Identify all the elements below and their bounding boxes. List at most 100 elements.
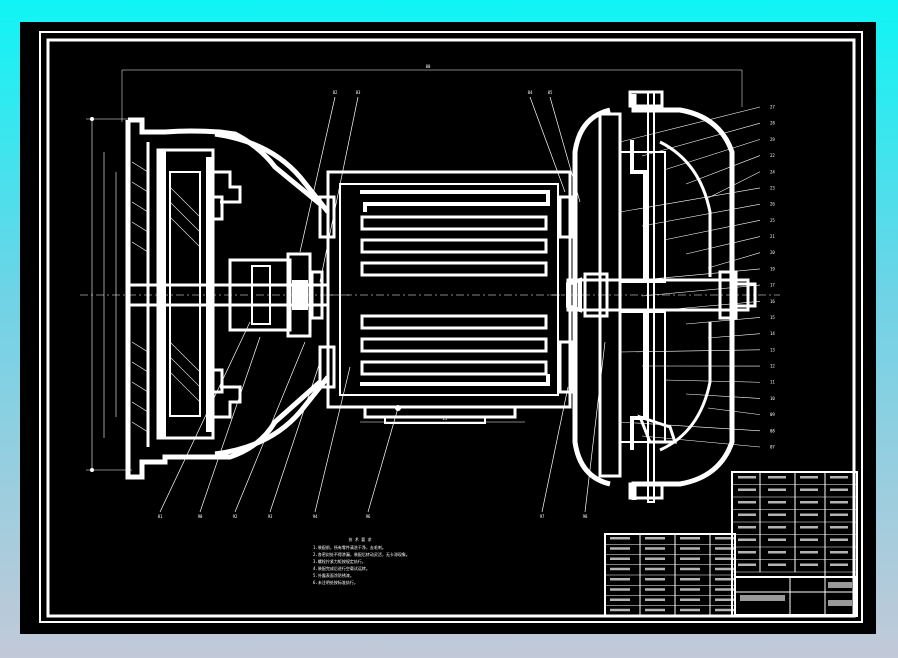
balloon-number: 11 — [770, 380, 775, 385]
left-shaft — [80, 252, 350, 338]
balloon-number: 12 — [770, 364, 775, 369]
svg-text:6.未注明处按标准执行。: 6.未注明处按标准执行。 — [313, 579, 358, 585]
balloon-leader — [663, 379, 761, 383]
parts-cell-text — [800, 488, 818, 491]
parts-cell-text — [738, 538, 756, 541]
balloon-leader — [641, 435, 761, 448]
balloon-number: 16 — [770, 299, 775, 304]
parts-cell-text — [610, 588, 630, 591]
balloon-number: 07 — [770, 445, 775, 450]
leader-tags-top: 82 83 84 85 — [333, 90, 553, 95]
balloon-number: 14 — [770, 331, 775, 336]
parts-cell-text — [768, 551, 786, 554]
svg-text:5.外露表面涂防锈漆。: 5.外露表面涂防锈漆。 — [313, 572, 354, 578]
svg-text:96: 96 — [366, 514, 371, 519]
parts-cell-text — [800, 551, 818, 554]
parts-cell-text — [610, 578, 630, 581]
balloon-leader — [641, 284, 761, 297]
parts-cell-text — [830, 513, 848, 516]
parts-cell-text — [768, 563, 786, 566]
parts-cell-text — [830, 538, 848, 541]
balloon-leader — [707, 171, 761, 199]
balloon-number: 24 — [770, 169, 775, 174]
balloon-number: 22 — [770, 153, 775, 158]
parts-cell-text — [715, 547, 735, 550]
parts-list-left — [604, 533, 736, 617]
svg-text:97: 97 — [540, 514, 545, 519]
balloon-leader — [663, 220, 761, 241]
parts-list-right — [731, 471, 858, 617]
parts-cell-text — [768, 476, 786, 479]
parts-cell-text — [680, 557, 700, 560]
parts-cell-text — [680, 578, 700, 581]
parts-cell-text — [768, 526, 786, 529]
balloon-number: 29 — [770, 137, 775, 142]
parts-cell-text — [800, 501, 818, 504]
balloon-leader — [685, 393, 761, 399]
parts-cell-text — [610, 547, 630, 550]
parts-cell-text — [680, 567, 700, 571]
parts-cell-text — [645, 557, 665, 560]
bottom-dimension-text: 25 — [443, 416, 448, 421]
top-dimension: 80 — [121, 64, 743, 122]
balloon-number: 26 — [770, 202, 775, 207]
technical-requirements: 技 术 要 求 1.装配前，所有零件清洗干净，去毛刺。 2.各密封处不得渗漏，装… — [313, 536, 410, 585]
parts-cell-text — [738, 513, 756, 516]
balloon-number: 15 — [770, 315, 775, 320]
parts-cell-text — [830, 526, 848, 529]
parts-cell-text — [715, 557, 735, 560]
left-housing — [125, 117, 330, 480]
left-dimensions — [86, 117, 132, 472]
parts-cell-text — [645, 578, 665, 581]
cad-viewport[interactable]: 80 — [20, 22, 876, 634]
svg-text:83: 83 — [356, 90, 361, 95]
parts-cell-text — [830, 488, 848, 491]
parts-cell-text — [645, 598, 665, 601]
svg-text:85: 85 — [548, 90, 553, 95]
svg-text:81: 81 — [158, 514, 163, 519]
parts-cell-text — [715, 598, 735, 601]
balloon-leader — [685, 317, 761, 325]
outer-frame — [39, 31, 863, 623]
mechanical-assembly-drawing: 80 — [39, 31, 863, 623]
parts-cell-text — [715, 567, 735, 571]
balloon-number: 20 — [770, 250, 775, 255]
svg-text:1.装配前，所有零件清洗干净，去毛刺。: 1.装配前，所有零件清洗干净，去毛刺。 — [313, 544, 386, 550]
svg-text:3.螺栓拧紧力矩按规定执行。: 3.螺栓拧紧力矩按规定执行。 — [313, 558, 366, 564]
parts-cell-text — [645, 608, 665, 612]
parts-cell-text — [610, 537, 630, 540]
balloon-leader — [619, 349, 761, 353]
balloon-leaders-right: 2728292224232625212019171615141312111009… — [619, 105, 775, 450]
parts-cell-text — [738, 551, 756, 554]
parts-cell-text — [768, 513, 786, 516]
parts-cell-text — [610, 567, 630, 571]
svg-text:92: 92 — [233, 514, 238, 519]
leader-tags-bottom: 81 90 92 93 94 96 97 98 — [158, 514, 588, 519]
parts-cell-text — [610, 608, 630, 612]
right-shaft — [550, 270, 780, 320]
parts-cell-text — [680, 588, 700, 591]
parts-cell-text — [830, 563, 848, 566]
parts-cell-text — [800, 476, 818, 479]
parts-cell-text — [800, 538, 818, 541]
parts-cell-text — [738, 501, 756, 504]
parts-cell-text — [830, 476, 848, 479]
balloon-leader — [685, 236, 761, 255]
balloon-number: 10 — [770, 396, 775, 401]
balloon-number: 28 — [770, 121, 775, 126]
balloon-leader — [707, 333, 761, 339]
balloon-number: 13 — [770, 347, 775, 352]
svg-text:84: 84 — [528, 90, 533, 95]
title-block — [734, 576, 856, 616]
parts-cell-text — [715, 578, 735, 581]
svg-text:98: 98 — [583, 514, 588, 519]
balloon-leader — [663, 300, 761, 311]
svg-text:90: 90 — [198, 514, 203, 519]
balloon-leader — [685, 155, 761, 185]
parts-cell-text — [768, 501, 786, 504]
inner-frame — [46, 38, 856, 618]
leaders-bottom — [159, 321, 606, 513]
balloon-number: 09 — [770, 412, 775, 417]
parts-cell-text — [715, 537, 735, 540]
svg-text:4.装配完成后进行空载试运转。: 4.装配完成后进行空载试运转。 — [313, 565, 370, 571]
